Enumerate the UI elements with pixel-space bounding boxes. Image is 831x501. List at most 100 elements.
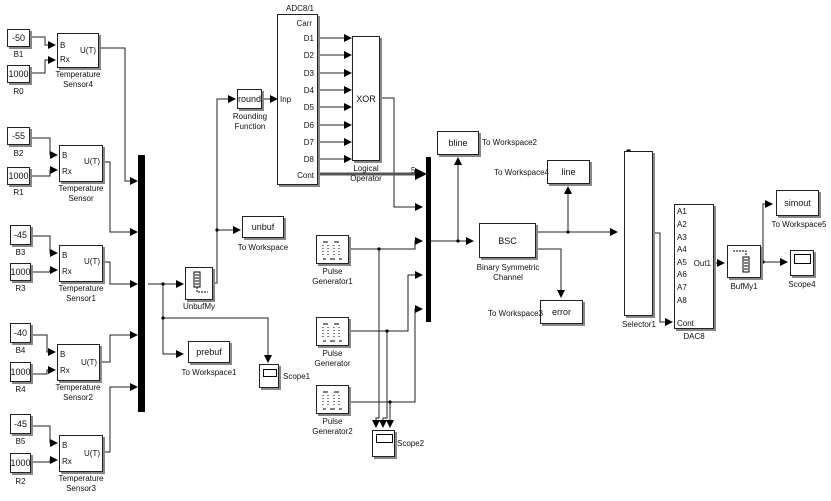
port-label: B: [60, 350, 66, 359]
constant-label: B2: [13, 149, 24, 158]
to-workspace-simout[interactable]: simout: [776, 190, 819, 216]
block-label: Scope1: [283, 372, 311, 381]
label-line: Temperature: [58, 284, 104, 293]
wire: [30, 334, 56, 356]
constant-block-r3[interactable]: 1000: [10, 263, 31, 281]
port-label: A7: [677, 283, 687, 292]
wire: [103, 161, 138, 236]
constant-block-b3[interactable]: -45: [10, 225, 31, 245]
pulse-generator-2[interactable]: [316, 385, 349, 414]
mux-bar[interactable]: [138, 155, 145, 412]
port-label: A5: [677, 258, 687, 267]
constant-value: -50: [11, 33, 25, 43]
constant-label: B5: [15, 437, 26, 446]
wire: [103, 383, 138, 453]
to-workspace-line[interactable]: line: [547, 160, 590, 184]
bufmy1-block[interactable]: [727, 245, 761, 278]
variable-name: prebuf: [196, 347, 222, 357]
constant-value: 1000: [8, 69, 29, 79]
block-label: To Workspace3: [488, 309, 543, 318]
selector-block[interactable]: [624, 151, 653, 316]
wire: [349, 237, 423, 250]
wire: [100, 331, 138, 363]
label-line: Pulse: [322, 417, 343, 426]
block-text: XOR: [356, 93, 376, 104]
block-label: To Workspace1: [181, 368, 237, 377]
unbufmy-block[interactable]: [185, 267, 213, 300]
port-label: D8: [303, 155, 314, 164]
constant-block-r4[interactable]: 1000: [10, 362, 31, 382]
label-line: Rounding: [232, 112, 268, 121]
to-workspace-bline[interactable]: bline: [437, 131, 479, 155]
pulse-generator-1[interactable]: [316, 235, 349, 264]
dac8-block[interactable]: A1 A2 A3 A4 A5 A6 A7 A8 Cont Out1: [674, 204, 714, 329]
block-text: BSC: [498, 236, 517, 246]
constant-label: B3: [15, 248, 26, 257]
constant-block-r0[interactable]: 1000: [7, 65, 30, 83]
port-label: D2: [303, 51, 314, 60]
port-label: Rx: [62, 167, 72, 176]
block-label: DAC8: [683, 332, 705, 341]
temperature-sensor-3[interactable]: B Rx U(T): [59, 435, 103, 472]
logical-operator-xor[interactable]: XOR: [352, 36, 380, 161]
port-label: Rx: [62, 457, 72, 466]
constant-block-b5[interactable]: -45: [10, 414, 31, 434]
constant-block-b1[interactable]: -50: [7, 29, 30, 47]
mux-bar-2[interactable]: [426, 157, 431, 322]
constant-block-r2[interactable]: 1000: [10, 453, 31, 473]
temperature-sensor-1[interactable]: B Rx U(T): [59, 245, 103, 282]
label-line: Binary Symmetric: [476, 263, 540, 272]
to-workspace-error[interactable]: error: [540, 300, 583, 324]
rounding-function-block[interactable]: round: [237, 89, 262, 109]
block-label: Scope2: [397, 439, 425, 448]
block-label: BufMy1: [730, 282, 758, 291]
scope-screen-icon: [376, 434, 393, 443]
port-label: D5: [303, 103, 314, 112]
constant-label: R4: [15, 385, 26, 394]
port-label: Carr: [296, 19, 312, 28]
port-label: U(T): [84, 257, 100, 266]
to-workspace-unbuf[interactable]: unbuf: [242, 216, 284, 238]
adc-title: ADC8/1: [285, 4, 314, 13]
port-label: B: [62, 151, 68, 160]
port-label: Rx: [62, 267, 72, 276]
scope2-block[interactable]: [372, 430, 395, 457]
port-label: U(T): [84, 157, 100, 166]
temperature-sensor-4[interactable]: B Rx U(T): [57, 33, 99, 68]
label-line: Temperature: [55, 70, 101, 79]
scope1-block[interactable]: [259, 364, 279, 388]
constant-block-r1[interactable]: 1000: [7, 167, 30, 185]
port-label: Cont: [677, 319, 694, 328]
buffer-icon: [733, 250, 750, 273]
constant-block-b2[interactable]: -55: [7, 127, 30, 145]
scope4-block[interactable]: [790, 250, 814, 276]
temperature-sensor-2[interactable]: B Rx U(T): [57, 344, 100, 381]
port-label: A6: [677, 270, 687, 279]
label-line: Channel: [493, 273, 523, 282]
pulse-icon: [322, 241, 342, 260]
wire: [349, 305, 423, 403]
binary-symmetric-channel[interactable]: BSC: [479, 223, 536, 258]
wire: [653, 232, 673, 326]
constant-value: 1000: [10, 367, 31, 377]
temperature-sensor[interactable]: B Rx U(T): [59, 145, 103, 182]
block-label: Selector1: [622, 320, 656, 329]
block-label: To Workspace5: [771, 220, 827, 229]
pulse-generator[interactable]: [316, 317, 349, 346]
port-label: A2: [677, 220, 687, 229]
constant-label: B1: [13, 50, 24, 59]
wire: [98, 47, 138, 185]
adc-block[interactable]: Carr D1 D2 D3 D4 D5 D6 D7 D8 Cont Inp: [277, 14, 318, 185]
to-workspace-prebuf[interactable]: prebuf: [188, 341, 230, 363]
label-line: Pulse: [322, 349, 343, 358]
constant-block-b4[interactable]: -40: [10, 323, 31, 343]
bus-width-label: 5: [411, 166, 416, 175]
